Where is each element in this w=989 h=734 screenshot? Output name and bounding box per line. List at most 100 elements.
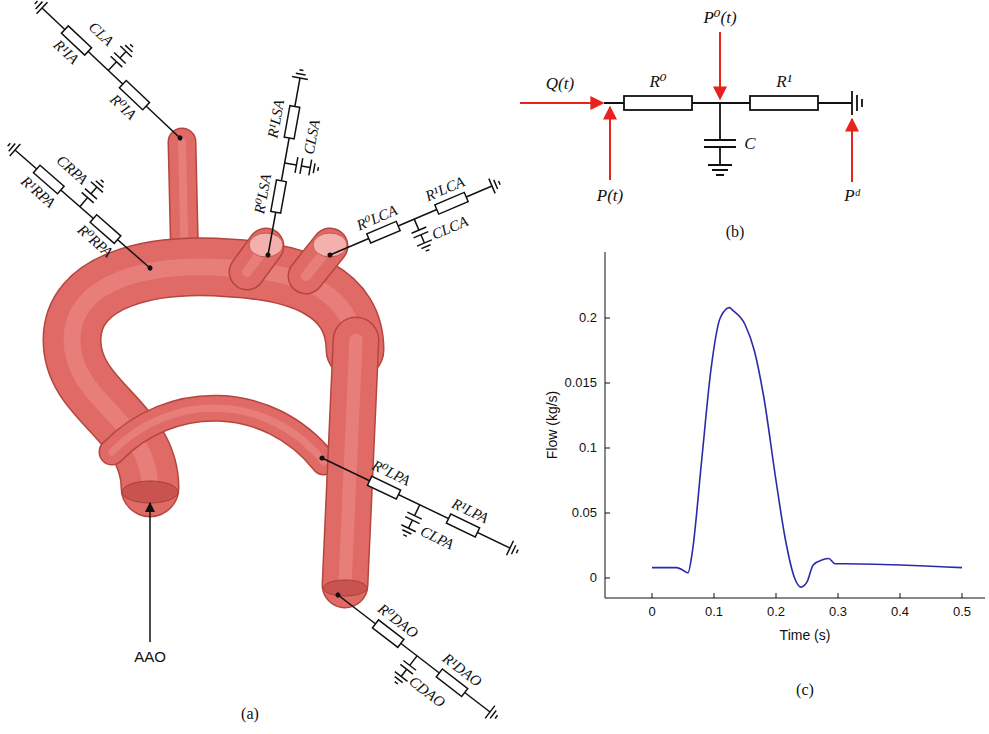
capacitor-label: CLPA [418, 523, 456, 553]
capacitor-label: CRPA [53, 152, 91, 188]
signal-arrow [609, 107, 611, 180]
panel-label: (a) [241, 705, 259, 723]
capacitor-label: CLA [86, 18, 117, 49]
flow-curve [652, 308, 962, 587]
tick-label: 0.05 [572, 506, 597, 520]
signal-label: Pᵈ [844, 187, 860, 206]
tick-label: 0.1 [579, 441, 597, 455]
resistor-label: R¹LPA [449, 495, 491, 526]
outlet-node [334, 591, 341, 598]
resistor-label: R¹LCA [423, 173, 467, 204]
flow-chart [605, 252, 985, 598]
descending-aorta [345, 340, 356, 585]
tick-mark [900, 593, 901, 598]
resistor-symbol [284, 106, 300, 139]
tick-label: 0.2 [579, 311, 597, 325]
tick-mark [605, 578, 610, 579]
tick-mark [776, 593, 777, 598]
signal-arrow [851, 119, 853, 182]
signal-label: Q(t) [546, 75, 574, 94]
resistor-label: R⁰RPA [74, 221, 116, 260]
tick-mark [714, 593, 715, 598]
ground-symbol [31, 0, 48, 14]
axis-title: Flow (kg/s) [545, 391, 560, 459]
capacitor-symbol [704, 103, 736, 165]
capacitor-label: CDAO [406, 673, 448, 711]
tick-label: 0.3 [829, 605, 847, 619]
vessel-opening [249, 233, 283, 257]
vessel-opening [323, 580, 367, 596]
windkessel-circuit [4, 119, 175, 276]
outlet-node [319, 455, 326, 462]
resistor-label: R⁰IA [107, 91, 140, 123]
tick-label: 0.015 [564, 376, 597, 390]
tick-label: 0.1 [705, 605, 723, 619]
ground-symbol [507, 541, 521, 559]
ground-symbol [708, 165, 732, 175]
vessel-opening [122, 481, 178, 503]
ground-symbol [489, 176, 503, 194]
wire [322, 458, 510, 548]
resistor-label: R⁰ [649, 73, 666, 92]
resistor-label: R⁰DAO [375, 600, 422, 641]
tick-mark [605, 448, 610, 449]
signal-arrow [520, 102, 603, 104]
pulmonary-artery-shade [112, 408, 324, 462]
signal-arrow [719, 32, 721, 99]
capacitor-symbol [102, 46, 131, 76]
outlet-node [176, 134, 183, 141]
capacitor-label: CLSA [300, 119, 322, 156]
resistor-label: R¹IA [50, 37, 82, 68]
resistor-symbol [271, 180, 287, 213]
aortic-arch [72, 267, 355, 488]
wire [42, 8, 180, 138]
ground-symbol [4, 139, 21, 156]
aorta-model [72, 142, 367, 596]
ground-symbol [417, 240, 435, 254]
tick-label: 0.4 [891, 605, 909, 619]
aortic-arch-shade [72, 267, 355, 488]
resistor-label: R¹LSA [265, 99, 288, 140]
windkessel-circuit [325, 176, 513, 288]
resistor-label: R⁰LSA [251, 172, 274, 214]
resistor-symbol [624, 96, 692, 110]
capacitor-label: R¹ [776, 73, 791, 92]
signal-label: P⁰(t) [703, 9, 736, 28]
tick-mark [838, 593, 839, 598]
descending-aorta [345, 340, 356, 585]
ground-symbol [398, 525, 416, 539]
axis-title: Time (s) [780, 628, 831, 643]
resistor-label: R¹DAO [439, 650, 484, 690]
inlet-label: AAO [134, 649, 166, 666]
ground-symbol [852, 91, 862, 115]
wire [15, 150, 150, 268]
tick-mark [605, 318, 610, 319]
panel-label: (b) [726, 223, 745, 241]
ground-symbol [309, 160, 320, 177]
wire [338, 595, 490, 712]
windkessel-circuit [315, 587, 501, 734]
windkessel-circuit [260, 69, 335, 264]
capacitor-label: CLCA [430, 213, 471, 243]
pulmonary-artery [112, 408, 324, 462]
outlet-node [327, 252, 334, 259]
capacitor-label: C [744, 135, 755, 154]
pulmonary-artery [112, 408, 324, 462]
ground-symbol [485, 706, 501, 724]
tick-label: 0 [590, 571, 597, 585]
windkessel-circuit [31, 0, 205, 146]
ground-symbol [91, 176, 108, 193]
ground-symbol [390, 672, 408, 688]
tick-label: 0.2 [767, 605, 785, 619]
resistor-label: R⁰LCA [354, 202, 400, 234]
axis-line [605, 252, 985, 598]
tick-mark [962, 593, 963, 598]
resistor-symbol [750, 96, 818, 110]
rcr-schematic [520, 32, 862, 182]
tick-label: 0.5 [953, 605, 971, 619]
capacitor-symbol [283, 155, 311, 175]
signal-label: P(t) [597, 187, 623, 206]
tick-mark [605, 383, 610, 384]
